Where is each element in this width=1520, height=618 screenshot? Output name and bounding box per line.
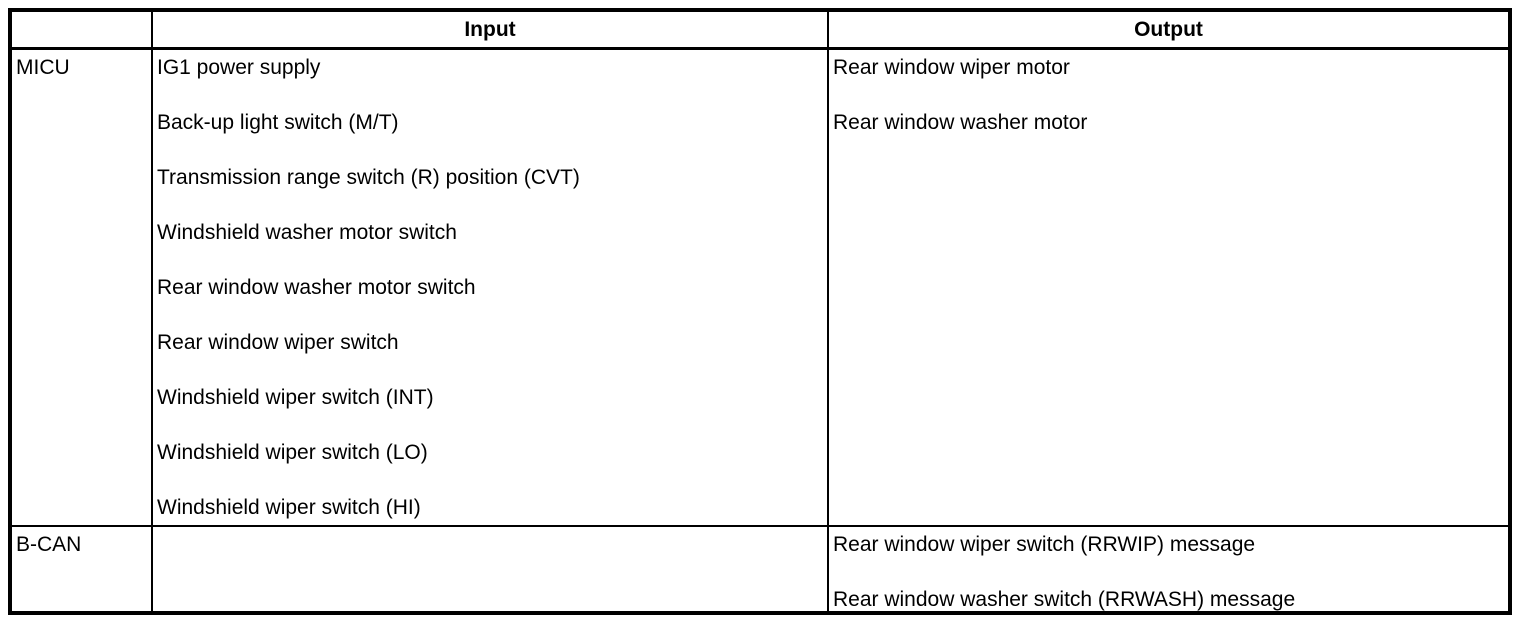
- table-row-micu: MICU IG1 power supply Back-up light swit…: [9, 48, 1511, 526]
- io-item: Rear window washer motor switch: [157, 276, 476, 299]
- header-row: Input Output: [9, 10, 1511, 50]
- bcan-output-cell: Rear window wiper switch (RRWIP) message…: [827, 525, 1511, 613]
- micu-output-cell: Rear window wiper motor Rear window wash…: [827, 48, 1511, 526]
- io-item: IG1 power supply: [157, 56, 321, 79]
- header-cell-input: Input: [151, 10, 829, 50]
- io-item: Windshield washer motor switch: [157, 221, 457, 244]
- micu-input-cell: IG1 power supply Back-up light switch (M…: [151, 48, 829, 526]
- row-label-cell: MICU: [9, 48, 153, 526]
- header-cell-output: Output: [827, 10, 1511, 50]
- io-item: Rear window wiper switch: [157, 331, 399, 354]
- row-label-cell: B-CAN: [9, 525, 153, 613]
- row-label-bcan: B-CAN: [16, 533, 82, 556]
- io-item: Windshield wiper switch (HI): [157, 496, 421, 519]
- io-item: Windshield wiper switch (INT): [157, 386, 434, 409]
- header-cell-label: [9, 10, 153, 50]
- bcan-input-cell: [151, 525, 829, 613]
- table-row-bcan: B-CAN Rear window wiper switch (RRWIP) m…: [9, 525, 1511, 613]
- io-item: Rear window washer motor: [833, 111, 1088, 134]
- io-item: Windshield wiper switch (LO): [157, 441, 428, 464]
- io-item: Rear window wiper switch (RRWIP) message: [833, 533, 1256, 556]
- io-signal-table: Input Output MICU IG1 power supply Back-…: [8, 8, 1512, 615]
- io-item: Rear window wiper motor: [833, 56, 1070, 79]
- io-item: Back-up light switch (M/T): [157, 111, 399, 134]
- row-label-micu: MICU: [16, 56, 70, 79]
- io-item: Rear window washer switch (RRWASH) messa…: [833, 588, 1296, 611]
- io-item: Transmission range switch (R) position (…: [157, 166, 580, 189]
